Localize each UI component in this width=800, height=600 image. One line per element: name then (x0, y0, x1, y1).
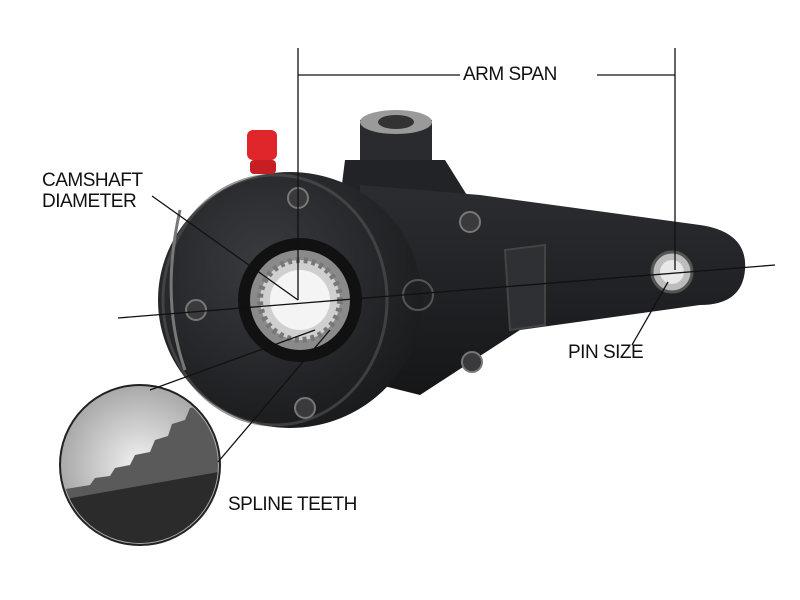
arm (360, 185, 746, 395)
arm-span-label: ARM SPAN (463, 64, 557, 85)
red-cap (247, 130, 277, 174)
spline-magnifier (59, 384, 221, 546)
spline-hole (238, 238, 362, 362)
top-boss (340, 110, 470, 200)
dimension-lines (117, 48, 776, 463)
camshaft-label-line1: CAMSHAFT (42, 170, 143, 191)
spline-teeth-label: SPLINE TEETH (228, 494, 357, 515)
pin-size-label: PIN SIZE (568, 342, 644, 363)
camshaft-label-line2: DIAMETER (42, 191, 137, 212)
bolts (185, 187, 483, 419)
